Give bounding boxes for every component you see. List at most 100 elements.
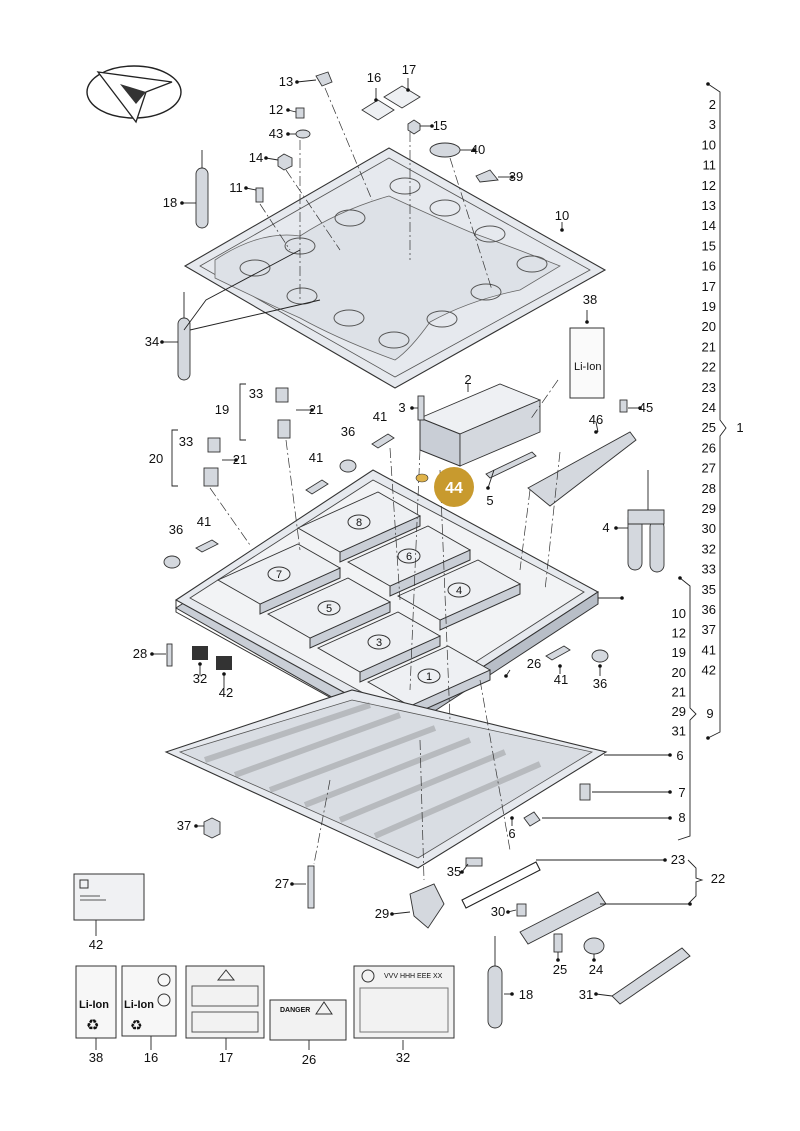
callout-c2[interactable]: 2 <box>464 372 471 387</box>
callout-c26a[interactable]: 26 <box>527 656 541 671</box>
battery-housing-tray <box>174 469 600 736</box>
highlighted-part-44[interactable]: 44 <box>434 467 474 507</box>
callout-c17t[interactable]: 17 <box>402 62 416 77</box>
callout-c15[interactable]: 15 <box>433 118 447 133</box>
callout-c42b[interactable]: 42 <box>89 937 103 952</box>
callout-c35[interactable]: 35 <box>447 864 461 879</box>
callout-c1[interactable]: 1 <box>736 420 743 435</box>
list1-item: 12 <box>702 178 716 193</box>
li-ion-label-text-2: Li-Ion <box>79 999 109 1011</box>
list1-item: 21 <box>702 339 716 354</box>
battery-module-8: 8 <box>297 491 421 563</box>
recycle-icon-2: ♻ <box>130 1017 143 1033</box>
callout-c36a[interactable]: 36 <box>341 424 355 439</box>
label-17-warning-sticker <box>185 965 265 1039</box>
callout-c33a[interactable]: 33 <box>249 386 263 401</box>
bottom-plate <box>164 689 608 869</box>
callout-c38b[interactable]: 38 <box>89 1050 103 1065</box>
battery-module-4: 4 <box>397 559 521 631</box>
callout-c26b[interactable]: 26 <box>302 1052 316 1067</box>
battery-module-number: 7 <box>276 569 282 581</box>
callout-c33b[interactable]: 33 <box>179 434 193 449</box>
list1-item: 37 <box>702 622 716 637</box>
callout-c39[interactable]: 39 <box>509 169 523 184</box>
list1-item: 13 <box>702 198 716 213</box>
callout-c10t[interactable]: 10 <box>555 208 569 223</box>
callout-c41b[interactable]: 41 <box>309 450 323 465</box>
callout-c21b[interactable]: 21 <box>233 452 247 467</box>
callout-c32b[interactable]: 32 <box>396 1050 410 1065</box>
callout-c31[interactable]: 31 <box>579 987 593 1002</box>
callout-c21a[interactable]: 21 <box>309 402 323 417</box>
callout-c23[interactable]: 23 <box>671 852 685 867</box>
callout-c29[interactable]: 29 <box>375 906 389 921</box>
callout-c38t[interactable]: 38 <box>583 292 597 307</box>
callout-c41a[interactable]: 41 <box>373 409 387 424</box>
list9-item: 10 <box>672 606 686 621</box>
list9-item: 19 <box>672 645 686 660</box>
list9-item: 31 <box>672 724 686 739</box>
battery-module-5: 5 <box>267 577 391 649</box>
li-ion-label-text: Li-Ion <box>574 361 602 373</box>
list1-item: 42 <box>702 663 716 678</box>
callout-c13[interactable]: 13 <box>279 74 293 89</box>
list9-item: 20 <box>672 665 686 680</box>
callout-c46[interactable]: 46 <box>589 412 603 427</box>
callout-c9[interactable]: 9 <box>706 706 713 721</box>
battery-module-number: 6 <box>406 551 412 563</box>
callout-c34[interactable]: 34 <box>145 334 159 349</box>
callout-c12[interactable]: 12 <box>269 102 283 117</box>
top-cover <box>183 147 607 389</box>
battery-module-7: 7 <box>217 543 341 615</box>
battery-module-6: 6 <box>347 525 471 597</box>
callout-c8[interactable]: 8 <box>678 810 685 825</box>
callout-c19[interactable]: 19 <box>215 402 229 417</box>
callout-c14[interactable]: 14 <box>249 150 263 165</box>
callout-c27[interactable]: 27 <box>275 876 289 891</box>
callout-c22[interactable]: 22 <box>711 871 725 886</box>
callout-c41d[interactable]: 41 <box>554 672 568 687</box>
callout-c11[interactable]: 11 <box>229 180 243 195</box>
callout-c41c[interactable]: 41 <box>197 514 211 529</box>
callout-c43[interactable]: 43 <box>269 126 283 141</box>
callout-c42a[interactable]: 42 <box>219 685 233 700</box>
list1-item: 30 <box>702 521 716 536</box>
callout-c37[interactable]: 37 <box>177 818 191 833</box>
callout-c20[interactable]: 20 <box>149 451 163 466</box>
small-parts: Li-Ion <box>163 71 691 1029</box>
callout-c32a[interactable]: 32 <box>193 671 207 686</box>
callout-c18b[interactable]: 18 <box>519 987 533 1002</box>
list1-item: 19 <box>702 299 716 314</box>
callout-c5[interactable]: 5 <box>486 493 493 508</box>
callout-c3[interactable]: 3 <box>398 400 405 415</box>
recycle-icon: ♻ <box>86 1017 99 1034</box>
callout-c16t[interactable]: 16 <box>367 70 381 85</box>
callout-c6a[interactable]: 6 <box>676 748 683 763</box>
list1-item: 16 <box>702 259 716 274</box>
callout-c40[interactable]: 40 <box>471 142 485 157</box>
callout-c30[interactable]: 30 <box>491 904 505 919</box>
callout-c7[interactable]: 7 <box>678 785 685 800</box>
list1-item: 26 <box>702 440 716 455</box>
callout-c6b[interactable]: 6 <box>508 826 515 841</box>
label-26-danger-sticker: DANGER <box>269 999 347 1041</box>
callout-c36b[interactable]: 36 <box>169 522 183 537</box>
callout-c24[interactable]: 24 <box>589 962 603 977</box>
list1-item: 28 <box>702 481 716 496</box>
callout-c28[interactable]: 28 <box>133 646 147 661</box>
type-plate-header-text: VVV HHH EEE XX <box>384 973 443 980</box>
callout-c17b[interactable]: 17 <box>219 1050 233 1065</box>
label-16-sticker: Li-Ion ♻ <box>121 965 177 1037</box>
brand-logo-icon <box>86 65 182 124</box>
callout-c16b[interactable]: 16 <box>144 1050 158 1065</box>
callout-c18t[interactable]: 18 <box>163 195 177 210</box>
callout-c25[interactable]: 25 <box>553 962 567 977</box>
callout-c36c[interactable]: 36 <box>593 676 607 691</box>
label-32-type-plate: VVV HHH EEE XX <box>353 965 455 1039</box>
list1-item: 29 <box>702 501 716 516</box>
callout-c45[interactable]: 45 <box>639 400 653 415</box>
list1-item: 10 <box>702 137 716 152</box>
label-38-sticker: Li-Ion ♻ <box>75 965 117 1039</box>
callout-c4[interactable]: 4 <box>602 520 609 535</box>
